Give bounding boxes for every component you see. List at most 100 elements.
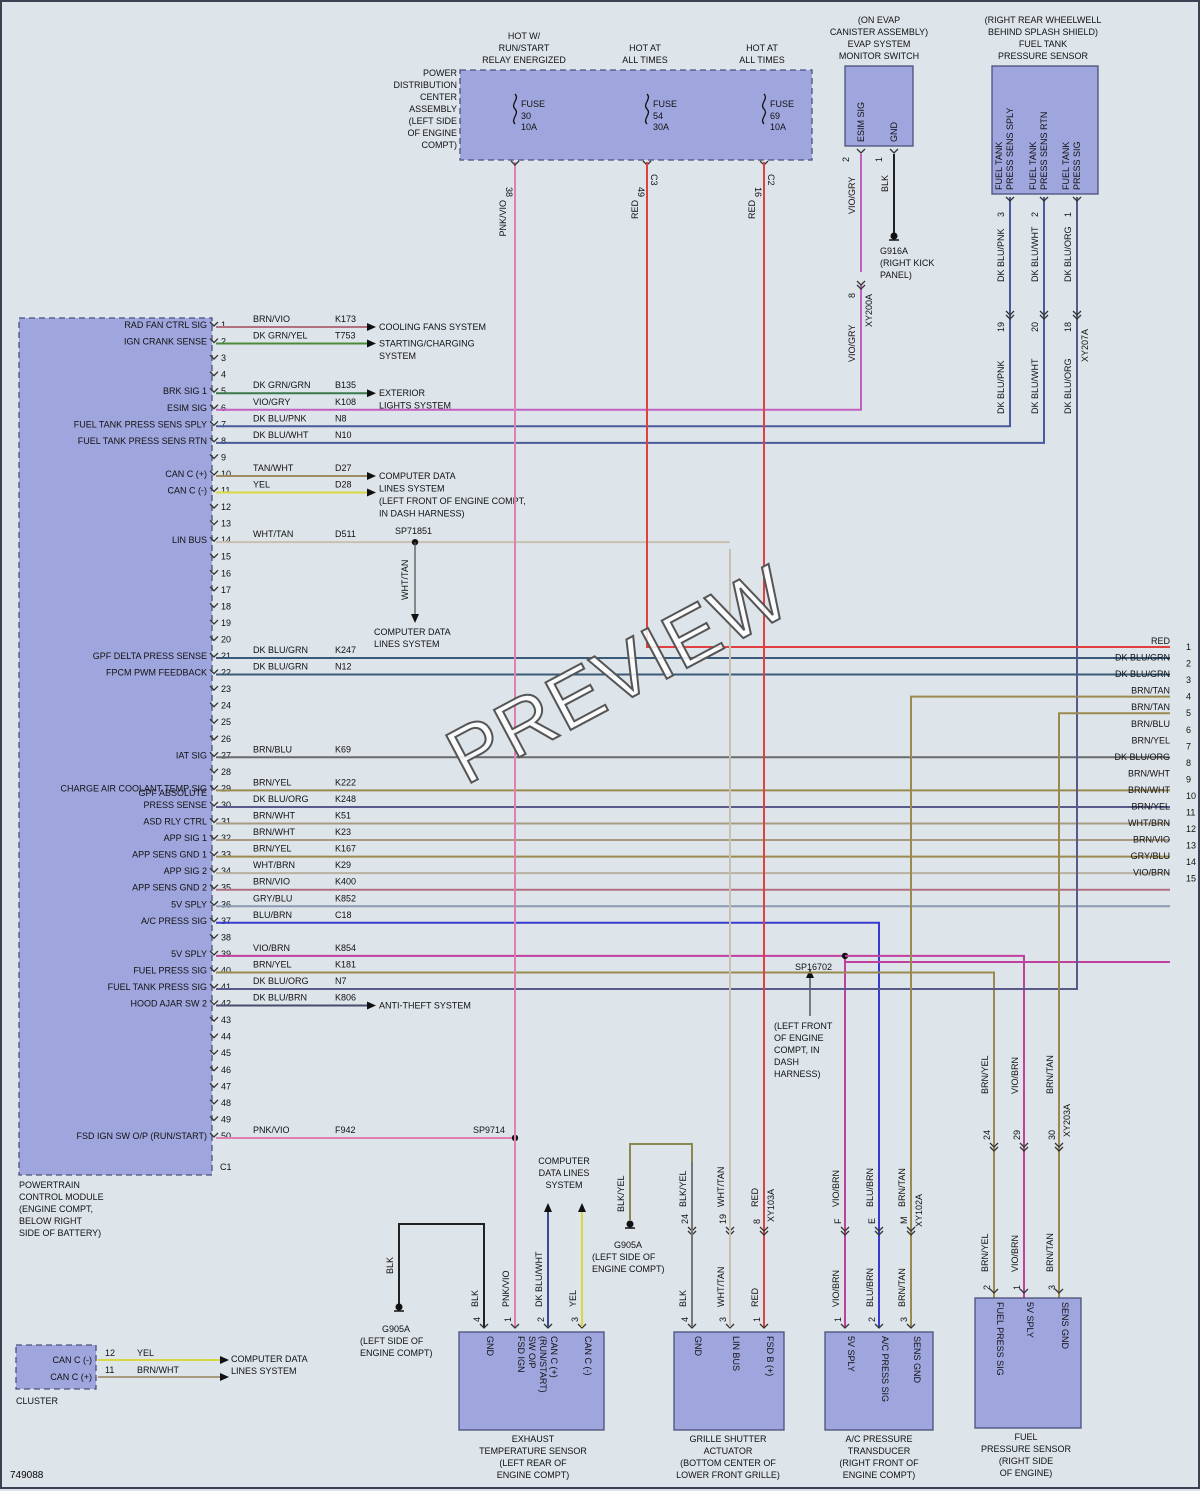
pcm-pin-mark — [209, 784, 219, 791]
wire-color-label: BRN/TAN — [897, 1268, 907, 1307]
pcm-pin-label: FUEL TANK PRESS SIG — [108, 982, 207, 992]
pcm-pin-mark — [209, 669, 219, 675]
ftps-return-wire — [216, 197, 1045, 444]
right-edge-pin-number: 15 — [1186, 874, 1196, 884]
pcm-pin-mark — [209, 1000, 219, 1006]
pin-label: LIN BUS — [731, 1336, 741, 1371]
connector-mark — [1019, 1146, 1029, 1152]
pcm-pin-mark — [209, 520, 219, 526]
wire-color-label: BRN/TAN — [1045, 1233, 1055, 1272]
pcm-pin-label: A/C PRESS SIG — [141, 916, 207, 926]
pin-label: PRESS SIG — [1072, 141, 1082, 190]
pcm-pin-number: 42 — [221, 999, 231, 1009]
pcm-pin-label: APP SIG 1 — [164, 833, 207, 843]
pin-number: 1 — [1012, 1285, 1022, 1290]
splice-location: COMPT, IN — [774, 1045, 820, 1055]
pcm-pin-mark — [209, 453, 219, 460]
wire-color-label: BRN/YEL — [253, 844, 292, 854]
right-edge-wire-color: GRY/BLU — [1131, 851, 1170, 861]
circuit-id: K854 — [335, 943, 356, 953]
pcm-pin-mark — [209, 569, 219, 576]
sens-gnd-wire — [910, 695, 1170, 1327]
pin-number: 4 — [472, 1317, 482, 1322]
fuse-heading: HOT AT — [629, 43, 661, 53]
pcm-pin-number: 48 — [221, 1098, 231, 1108]
right-edge-wire-color: DK BLU/ORG — [1114, 752, 1170, 762]
pcm-pin-number: 39 — [221, 949, 231, 959]
inline-connector: XY203A — [1062, 1104, 1072, 1137]
fuel-pressure-title: OF ENGINE) — [1000, 1468, 1053, 1478]
pin-number: 3 — [718, 1317, 728, 1322]
right-edge-wire-color: BRN/YEL — [1131, 735, 1170, 745]
pcm-pin-number: 20 — [221, 634, 231, 644]
arrow-up-icon — [806, 969, 814, 978]
splice-location: DASH — [774, 1057, 799, 1067]
ground-id: G905A — [614, 1240, 642, 1250]
circuit-id: K23 — [335, 827, 351, 837]
circuit-id: T753 — [335, 331, 356, 341]
ftps-supply-wire — [216, 197, 1011, 428]
pcm-pin-number: 5 — [221, 386, 226, 396]
pcm-pin-number: 22 — [221, 668, 231, 678]
sens-gnd-wire — [1058, 712, 1170, 1342]
pcm-pin-mark — [209, 338, 219, 344]
pcm-pin-number: 49 — [221, 1114, 231, 1124]
wire-color-label: DK BLU/ORG — [253, 794, 309, 804]
pcm-pin-label: ESIM SIG — [167, 403, 207, 413]
right-edge-pin-number: 14 — [1186, 857, 1196, 867]
pin-number: 1 — [1063, 212, 1073, 217]
fuse-amps: 10A — [521, 122, 537, 132]
pcm-pin-mark — [209, 884, 219, 890]
inline-pin: 30 — [1047, 1130, 1057, 1140]
circuit-id: D27 — [335, 463, 352, 473]
wire-color-label: WHT/TAN — [716, 1267, 726, 1307]
ftps-box — [991, 65, 1099, 195]
pcm-pin-mark — [209, 718, 219, 725]
pdc-pin: 38 — [504, 187, 514, 197]
wire-color-label: VIO/BRN — [1010, 1235, 1020, 1272]
pcm-connector-id: C1 — [220, 1162, 232, 1172]
pcm-pin-mark — [209, 602, 219, 609]
circuit-id: K69 — [335, 744, 351, 754]
inline-pin: 8 — [847, 293, 857, 298]
pcm-pin-label: RAD FAN CTRL SIG — [124, 320, 207, 330]
pcm-pin-mark — [209, 685, 219, 692]
fuse-heading: HOT W/ — [508, 31, 541, 41]
circuit-id: K173 — [335, 314, 356, 324]
pdc-title: CENTER — [420, 92, 458, 102]
pcm-pin-number: 2 — [221, 337, 226, 347]
connector-mark — [1039, 310, 1049, 316]
pin-label: FUEL PRESS SIG — [995, 1302, 1005, 1376]
pcm-pin-mark — [209, 917, 219, 923]
evap-switch-box — [844, 65, 914, 147]
pcm-pin-mark — [209, 371, 219, 377]
pin-label: FUEL TANK — [1028, 142, 1038, 190]
connector-mark — [510, 1323, 520, 1329]
pcm-pin-label: FUEL PRESS SIG — [133, 965, 207, 975]
connector-mark — [874, 1226, 884, 1232]
pdc-pin: 49 — [636, 187, 646, 197]
right-edge-pin-number: 7 — [1186, 741, 1191, 751]
exhaust-title: (LEFT REAR OF — [499, 1458, 567, 1468]
fuse-heading: RUN/START — [499, 43, 550, 53]
pin-number: 1 — [752, 1317, 762, 1322]
pcm-pin-number: 21 — [221, 651, 231, 661]
right-edge-pin-number: 13 — [1186, 841, 1196, 851]
pcm-pin-mark — [209, 867, 219, 874]
connector-mark — [1039, 314, 1049, 320]
right-edge-pin-number: 4 — [1186, 692, 1191, 702]
inline-pin: 8 — [752, 1219, 762, 1224]
inline-connector: XY207A — [1080, 329, 1090, 362]
pcm-pin-mark — [209, 354, 219, 361]
pin-label: SW O/P — [527, 1336, 537, 1369]
fuse-icon — [761, 93, 767, 125]
wire-color-label: RED — [750, 1187, 760, 1207]
wire-color-label: WHT/BRN — [253, 860, 295, 870]
inline-connector: XY103A — [766, 1189, 776, 1222]
pcm-pin-mark — [209, 933, 219, 940]
system-destination: DATA LINES — [539, 1168, 590, 1178]
fuel-press-sig-wire — [216, 971, 995, 1342]
arrow-down-icon — [411, 614, 419, 623]
inline-pin: 19 — [996, 322, 1006, 332]
pcm-pin-number: 14 — [221, 535, 231, 545]
